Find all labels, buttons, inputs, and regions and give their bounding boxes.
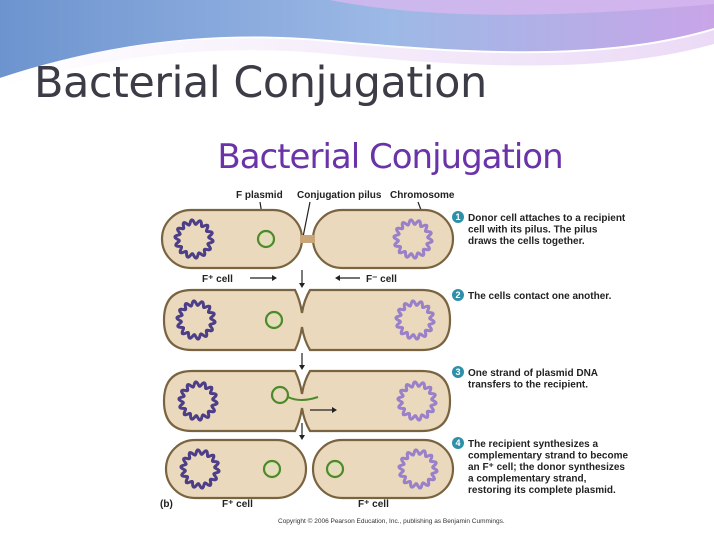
donor-cell <box>166 440 306 498</box>
conjugation-figure: Bacterial Conjugation F plasmid Conjugat… <box>150 125 630 530</box>
step-2: 2 The cells contact one another. <box>452 289 612 302</box>
label-f-plasmid: F plasmid <box>236 190 283 201</box>
copyright-text: Copyright © 2006 Pearson Education, Inc.… <box>278 517 505 525</box>
slide-title: Bacterial Conjugation <box>34 58 487 108</box>
label-f-plus-cell: F⁺ cell <box>202 274 233 285</box>
figure-part-label: (b) <box>160 499 173 510</box>
conjugation-diagram: F plasmid Conjugation pilus Chromosome F… <box>150 125 630 530</box>
step-text-line: The cells contact one another. <box>468 291 612 302</box>
label-f-plus-cell-right: F⁺ cell <box>358 499 389 510</box>
label-f-plus-cell-left: F⁺ cell <box>222 499 253 510</box>
row-4 <box>166 440 453 498</box>
step-text-line: transfers to the recipient. <box>468 380 588 391</box>
row-1 <box>162 210 453 268</box>
step-text-line: Donor cell attaches to a recipient <box>468 213 626 224</box>
step-text-line: draws the cells together. <box>468 236 585 247</box>
step-text-line: a complementary strand, <box>468 474 587 485</box>
recipient-cell <box>313 440 453 498</box>
step-text-line: The recipient synthesizes a <box>468 439 598 450</box>
step-number: 1 <box>455 212 460 222</box>
label-chromosome: Chromosome <box>390 190 455 201</box>
pointer-pilus <box>303 202 310 237</box>
step-number: 2 <box>455 290 460 300</box>
step-text-line: One strand of plasmid DNA <box>468 368 598 379</box>
donor-cell <box>162 210 302 268</box>
row-3 <box>164 371 450 431</box>
step-number: 4 <box>455 438 460 448</box>
joined-cells <box>164 371 450 431</box>
step-text-line: cell with its pilus. The pilus <box>468 225 598 236</box>
step-number: 3 <box>455 367 460 377</box>
joined-cells <box>164 290 450 350</box>
step-text-line: complementary strand to become <box>468 451 628 462</box>
step-4: 4 The recipient synthesizes acomplementar… <box>452 437 628 496</box>
row-2 <box>164 290 450 350</box>
label-conjugation-pilus: Conjugation pilus <box>297 190 382 201</box>
step-1: 1 Donor cell attaches to a recipientcell … <box>452 211 626 247</box>
label-f-minus-cell: F⁻ cell <box>366 274 397 285</box>
step-text-line: restoring its complete plasmid. <box>468 485 616 496</box>
step-text-line: an F⁺ cell; the donor synthesizes <box>468 462 625 473</box>
conjugation-pilus <box>300 235 315 243</box>
step-list: 1 Donor cell attaches to a recipientcell … <box>452 211 628 496</box>
figure-title: Bacterial Conjugation <box>150 137 630 177</box>
